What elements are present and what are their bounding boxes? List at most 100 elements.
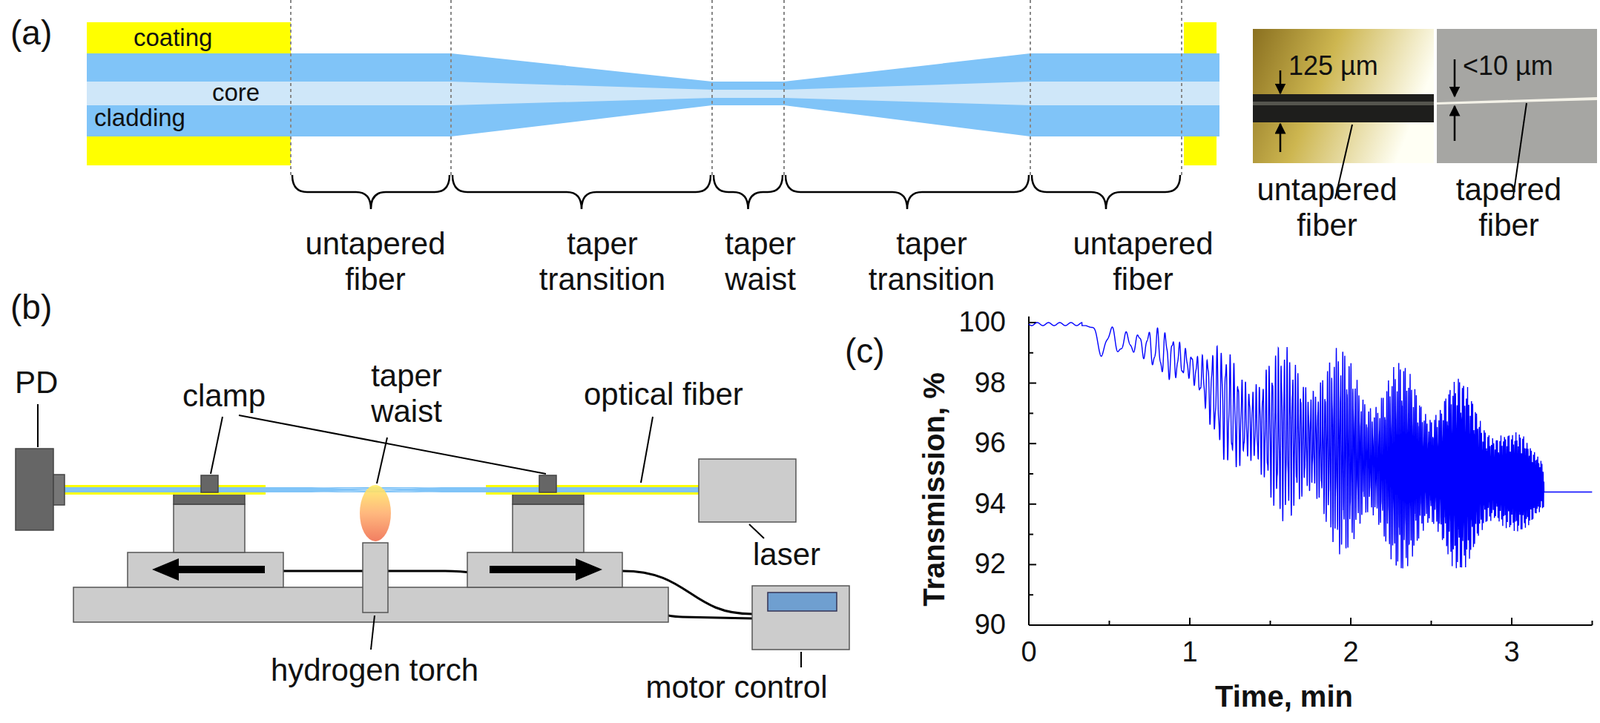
x-tick xyxy=(1028,617,1030,626)
y-tick xyxy=(1028,382,1037,385)
panel-letter: (a) xyxy=(10,13,52,53)
section-name: untapered fiber xyxy=(1057,226,1229,299)
clamp xyxy=(201,475,219,493)
leader-line xyxy=(210,416,223,474)
torch-body xyxy=(362,542,388,613)
layer-name: core xyxy=(212,78,260,107)
y-tick xyxy=(1028,473,1034,475)
section-divider xyxy=(1029,0,1032,177)
photo-tapered xyxy=(1436,28,1598,164)
y-tick xyxy=(1028,594,1034,596)
y-tick xyxy=(1028,442,1037,445)
motor-control-box xyxy=(752,585,850,650)
fiber-highlight xyxy=(1252,101,1434,106)
layer-name: coating xyxy=(133,23,213,52)
section-divider xyxy=(711,0,713,177)
part-name: clamp xyxy=(182,378,266,414)
motion-arrow xyxy=(152,558,265,581)
clamp xyxy=(539,475,557,493)
x-axis xyxy=(1028,624,1593,627)
section-brace xyxy=(713,175,783,210)
section-name: taper transition xyxy=(517,226,688,299)
dimension: <10 µm xyxy=(1462,50,1554,81)
photo-caption: tapered fiber xyxy=(1434,172,1583,245)
clamp-post xyxy=(173,504,245,553)
dimension-arrow xyxy=(1453,59,1457,97)
leader-line xyxy=(376,437,388,484)
part-name: taper waist xyxy=(350,358,463,431)
flame xyxy=(359,485,391,542)
leader-line xyxy=(370,615,375,650)
y-axis xyxy=(1028,316,1030,626)
section-divider xyxy=(450,0,452,177)
leader-line xyxy=(640,416,653,483)
dimension-arrow xyxy=(1279,123,1282,153)
tick-label: 98 xyxy=(974,367,1006,400)
transmission-trace xyxy=(1028,322,1592,569)
control-display xyxy=(767,592,837,612)
panel-letter: (b) xyxy=(10,287,52,328)
dimension-arrow xyxy=(1279,70,1282,94)
x-tick xyxy=(1430,620,1433,626)
tick-label: 0 xyxy=(1020,636,1037,670)
section-name: untapered fiber xyxy=(290,226,461,299)
dimension: 125 µm xyxy=(1288,50,1379,81)
panel-letter: (c) xyxy=(844,331,885,371)
translation-stage xyxy=(467,552,623,588)
leader-line xyxy=(800,652,802,668)
part-name: hydrogen torch xyxy=(270,652,479,689)
y-tick xyxy=(1028,534,1034,536)
panel-c-art xyxy=(1028,316,1593,626)
section-divider xyxy=(1180,0,1183,177)
axis-title: Time, min xyxy=(1215,679,1353,714)
section-name: taper transition xyxy=(846,226,1017,299)
clamp-post xyxy=(512,504,584,553)
section-brace xyxy=(292,175,450,210)
tick-label: 90 xyxy=(974,608,1006,642)
dimension-arrow xyxy=(1453,106,1457,141)
tick-label: 100 xyxy=(959,306,1006,339)
photodiode xyxy=(15,448,54,531)
x-tick xyxy=(1108,620,1111,626)
photo-caption: untapered fiber xyxy=(1241,172,1413,245)
part-name: PD xyxy=(14,364,58,401)
y-tick xyxy=(1028,503,1037,506)
panel-b-art xyxy=(15,404,850,668)
x-tick xyxy=(1350,617,1352,626)
axis-title: Transmission, % xyxy=(916,372,951,607)
y-tick xyxy=(1028,352,1034,354)
leader-line xyxy=(37,404,39,448)
tick-label: 92 xyxy=(974,548,1006,581)
x-tick xyxy=(1591,620,1594,626)
x-tick xyxy=(1510,617,1513,626)
tick-label: 96 xyxy=(974,427,1006,460)
x-tick xyxy=(1269,620,1272,626)
taper-image xyxy=(1436,97,1598,105)
section-brace xyxy=(785,175,1029,210)
leader-line xyxy=(749,524,765,539)
tick-label: 2 xyxy=(1342,636,1359,670)
photodiode-port xyxy=(53,474,65,506)
y-tick xyxy=(1028,563,1037,566)
tick-label: 3 xyxy=(1503,636,1520,670)
section-name: taper waist xyxy=(704,226,816,299)
motion-arrow xyxy=(489,558,603,581)
laser-box xyxy=(698,459,796,523)
tick-label: 94 xyxy=(974,488,1006,521)
fiber-image xyxy=(1252,94,1434,123)
photo-untapered xyxy=(1252,28,1434,164)
y-tick xyxy=(1028,412,1034,414)
part-name: optical fiber xyxy=(583,376,744,413)
y-tick xyxy=(1028,624,1037,627)
tick-label: 1 xyxy=(1181,636,1198,670)
section-divider xyxy=(290,0,292,177)
section-divider xyxy=(783,0,785,177)
translation-stage xyxy=(127,552,284,588)
part-name: laser xyxy=(752,537,821,573)
section-brace xyxy=(1031,175,1181,210)
cladding-shape xyxy=(86,53,1220,137)
part-name: motor control xyxy=(645,669,828,706)
